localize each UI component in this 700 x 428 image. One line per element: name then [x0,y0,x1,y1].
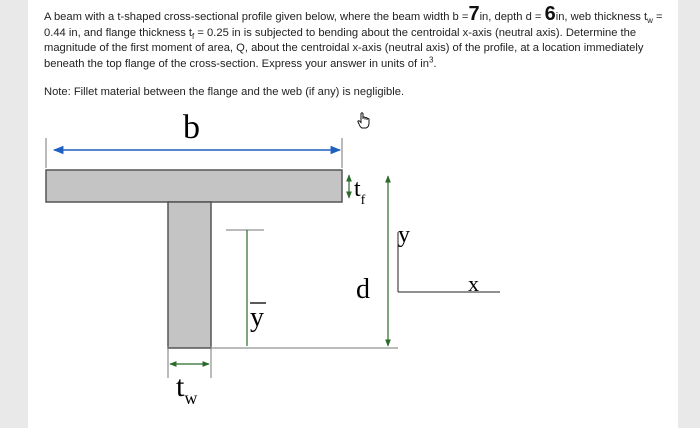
b-value-handwritten: 7 [468,3,480,25]
tf-label: tf [354,176,366,208]
problem-statement: A beam with a t-shaped cross-sectional p… [44,4,674,72]
tf-subscript: f [192,31,195,41]
tw-label: tw [176,370,197,408]
problem-text-2: in, depth d = [479,11,542,23]
problem-text-5: = 0.25 in is subjected to bending about … [44,26,644,70]
y-axis-label: y [398,222,410,248]
units-exponent: 3 [428,55,434,65]
hand-pointer-icon [357,112,370,129]
d-label: d [356,274,370,305]
problem-text-1: A beam with a t-shaped cross-sectional p… [44,11,469,23]
problem-end: . [433,57,437,70]
problem-text-3: in, web thickness t [555,11,648,23]
ybar-label: y [250,302,264,333]
web [167,201,212,349]
x-axis-label: x [468,271,479,296]
b-label: b [183,109,200,146]
tw-subscript: w [647,16,653,26]
content-card [28,0,678,428]
problem-text-4: = 0.44 in, and flange thickness t [44,11,663,39]
d-value-handwritten: 6 [544,3,556,25]
note-text: Note: Fillet material between the flange… [44,86,405,98]
top-flange [45,169,343,203]
